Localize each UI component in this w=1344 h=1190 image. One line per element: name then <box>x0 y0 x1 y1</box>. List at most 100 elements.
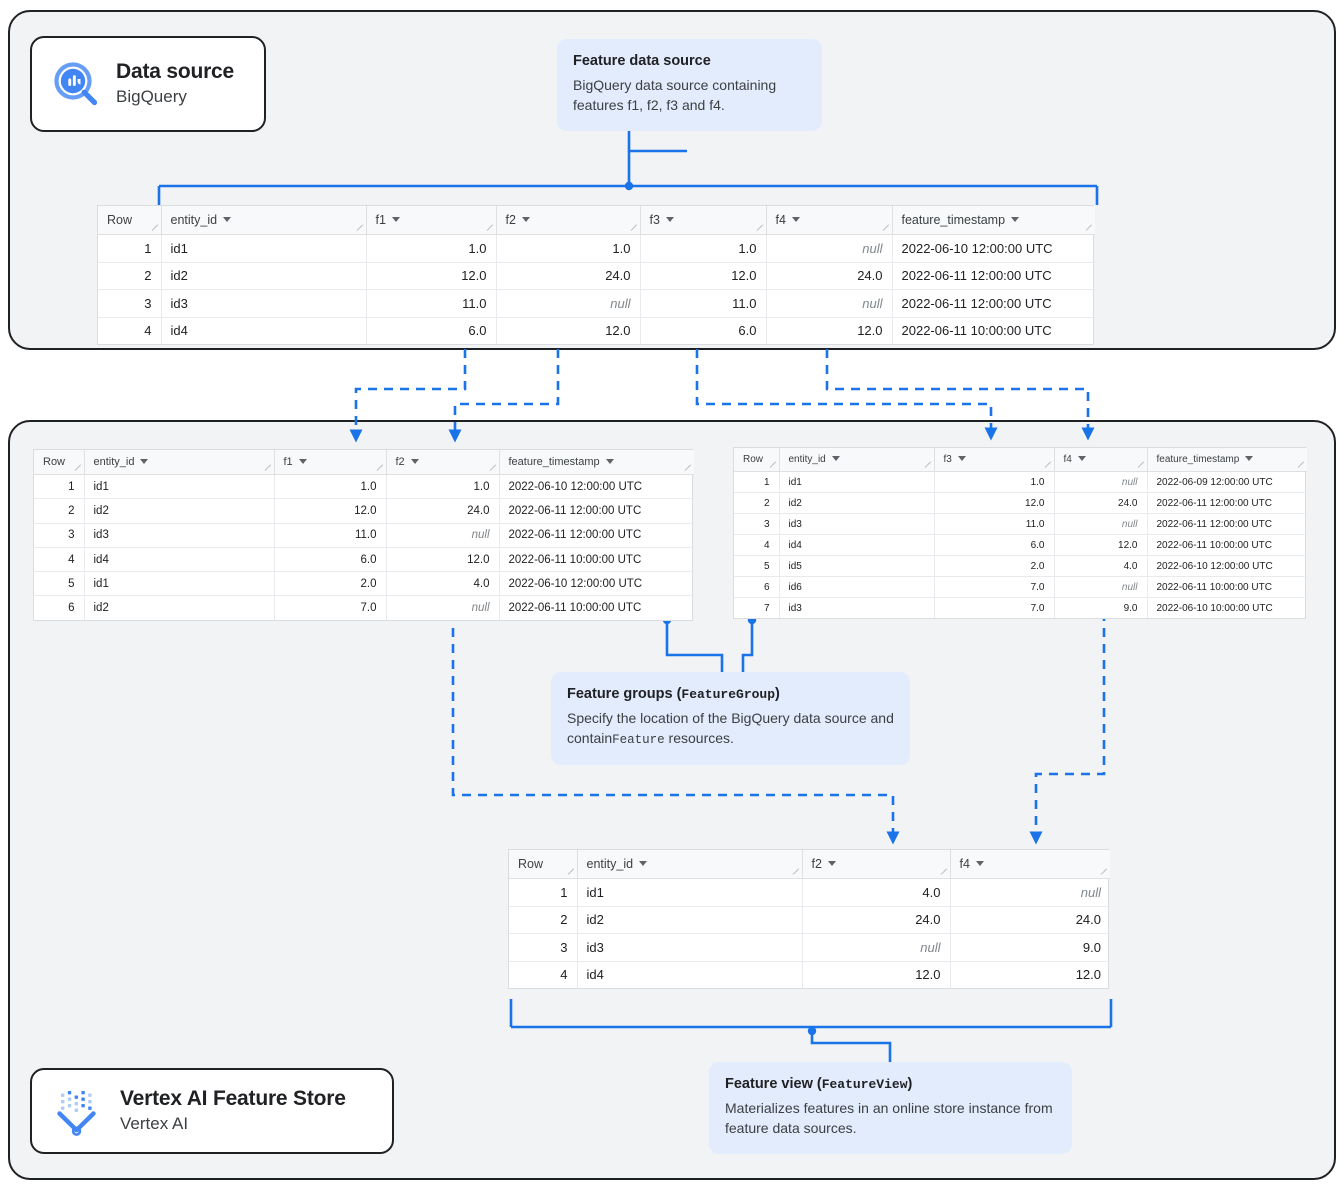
cell-row-number: 3 <box>34 523 85 548</box>
chevron-down-icon[interactable] <box>831 455 840 461</box>
column-header-entity-id[interactable]: entity_id <box>779 448 935 472</box>
column-resize-handle[interactable] <box>356 224 364 232</box>
feature-view-callout-title-text: Feature view ( <box>725 1076 822 1092</box>
column-header-feature-timestamp[interactable]: feature_timestamp <box>499 450 694 475</box>
column-header-f3[interactable]: f3 <box>934 448 1055 472</box>
column-resize-handle[interactable] <box>756 224 764 232</box>
cell-value: id6 <box>779 576 935 598</box>
cell-value: 2022-06-11 12:00:00 UTC <box>1147 492 1307 514</box>
cell-value: id4 <box>161 317 367 344</box>
column-header-entity-id[interactable]: entity_id <box>161 206 367 235</box>
column-resize-handle[interactable] <box>769 461 777 469</box>
column-header-f2[interactable]: f2 <box>496 206 641 235</box>
column-header-row[interactable]: Row <box>509 850 578 879</box>
column-resize-handle[interactable] <box>1044 461 1052 469</box>
column-resize-handle[interactable] <box>376 464 384 472</box>
chevron-down-icon[interactable] <box>521 217 530 223</box>
cell-value: id4 <box>779 534 935 556</box>
cell-row-number: 5 <box>734 555 780 577</box>
column-resize-handle[interactable] <box>1297 461 1305 469</box>
cell-value: id1 <box>779 471 935 493</box>
column-header-f2[interactable]: f2 <box>386 450 500 475</box>
chevron-down-icon[interactable] <box>391 217 400 223</box>
cell-row-number: 4 <box>734 534 780 556</box>
column-header-row[interactable]: Row <box>734 448 780 472</box>
column-header-f4[interactable]: f4 <box>950 850 1110 879</box>
null-value: null <box>471 529 490 542</box>
column-header-f1[interactable]: f1 <box>274 450 387 475</box>
column-resize-handle[interactable] <box>1137 461 1145 469</box>
chevron-down-icon[interactable] <box>1011 217 1020 223</box>
cell-value: 2022-06-10 12:00:00 UTC <box>499 474 694 500</box>
chevron-down-icon[interactable] <box>791 217 800 223</box>
chevron-down-icon[interactable] <box>1245 455 1254 461</box>
column-header-f4[interactable]: f4 <box>766 206 893 235</box>
cell-value: 4.0 <box>802 878 951 907</box>
column-resize-handle[interactable] <box>882 224 890 232</box>
feature-view-callout-title-mono: FeatureView <box>821 1077 908 1092</box>
chevron-down-icon[interactable] <box>410 458 419 464</box>
column-header-label: entity_id <box>93 456 135 468</box>
cell-value: 11.0 <box>640 289 767 318</box>
column-resize-handle[interactable] <box>924 461 932 469</box>
vertex-ai-icon <box>50 1083 106 1139</box>
cell-value: 1.0 <box>640 234 767 263</box>
chevron-down-icon[interactable] <box>957 455 966 461</box>
feature-groups-callout-title: Feature groups (FeatureGroup) <box>567 685 894 704</box>
cell-value: 12.0 <box>496 317 641 344</box>
cell-value: 2022-06-11 10:00:00 UTC <box>1147 534 1307 556</box>
column-header-f4[interactable]: f4 <box>1054 448 1148 472</box>
column-resize-handle[interactable] <box>940 868 948 876</box>
column-header-feature-timestamp[interactable]: feature_timestamp <box>1147 448 1307 472</box>
column-resize-handle[interactable] <box>264 464 272 472</box>
column-header-f1[interactable]: f1 <box>366 206 497 235</box>
column-resize-handle[interactable] <box>1085 224 1093 232</box>
chevron-down-icon[interactable] <box>298 458 307 464</box>
chevron-down-icon[interactable] <box>975 861 984 867</box>
cell-row-number: 2 <box>509 906 578 934</box>
cell-row-number: 2 <box>734 492 780 514</box>
chevron-down-icon[interactable] <box>827 861 836 867</box>
column-header-f3[interactable]: f3 <box>640 206 767 235</box>
chevron-down-icon[interactable] <box>605 458 614 464</box>
column-header-row[interactable]: Row <box>34 450 85 475</box>
chevron-down-icon[interactable] <box>140 458 149 464</box>
column-header-entity-id[interactable]: entity_id <box>577 850 803 879</box>
chevron-down-icon[interactable] <box>1077 455 1086 461</box>
column-resize-handle[interactable] <box>486 224 494 232</box>
column-resize-handle[interactable] <box>792 868 800 876</box>
chevron-down-icon[interactable] <box>665 217 674 223</box>
column-resize-handle[interactable] <box>630 224 638 232</box>
column-header-row[interactable]: Row <box>98 206 162 235</box>
column-resize-handle[interactable] <box>489 464 497 472</box>
column-header-f2[interactable]: f2 <box>802 850 951 879</box>
null-value: null <box>862 240 883 256</box>
cell-value: 2.0 <box>274 571 387 597</box>
feature-store-card-subtitle: Vertex AI <box>120 1114 189 1134</box>
column-resize-handle[interactable] <box>567 868 575 876</box>
column-resize-handle[interactable] <box>684 464 692 472</box>
column-header-feature-timestamp[interactable]: feature_timestamp <box>892 206 1095 235</box>
chevron-down-icon[interactable] <box>639 861 648 867</box>
column-resize-handle[interactable] <box>151 224 159 232</box>
cell-value: 12.0 <box>766 317 893 344</box>
column-header-entity-id[interactable]: entity_id <box>84 450 275 475</box>
column-resize-handle[interactable] <box>74 464 82 472</box>
chevron-down-icon[interactable] <box>223 217 232 223</box>
column-resize-handle[interactable] <box>1100 868 1108 876</box>
cell-row-number: 3 <box>509 933 578 962</box>
null-value: null <box>471 602 490 615</box>
column-header-label: f2 <box>395 456 405 468</box>
cell-value: 2022-06-11 12:00:00 UTC <box>499 498 694 524</box>
cell-value: 4.0 <box>386 571 500 597</box>
cell-value: 12.0 <box>1054 534 1148 556</box>
